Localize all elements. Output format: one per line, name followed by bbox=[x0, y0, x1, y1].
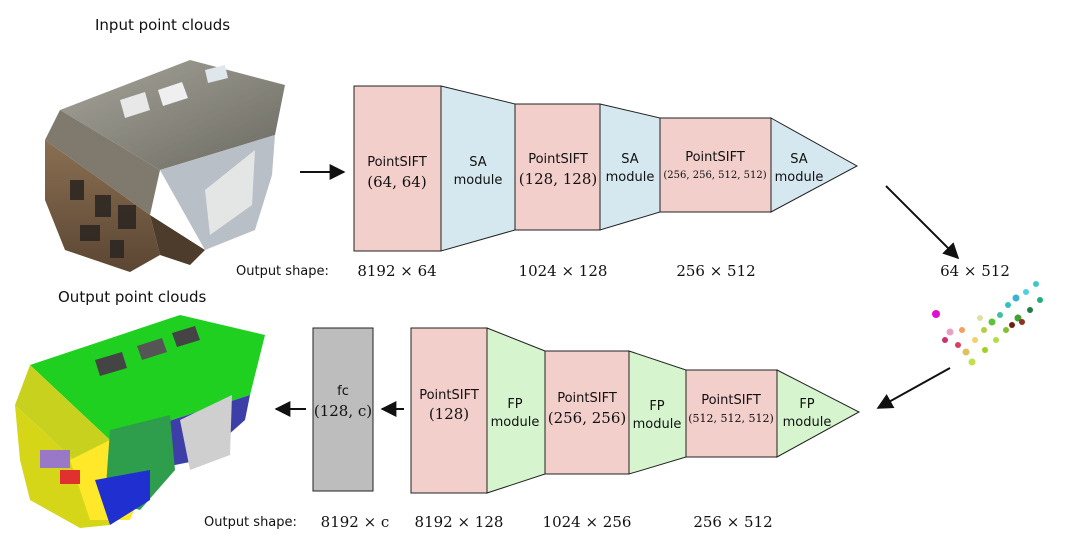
input-title: Input point clouds bbox=[95, 16, 230, 34]
decoder-shape-1: 8192 × 128 bbox=[415, 513, 504, 531]
dec-ps1-params: (128) bbox=[429, 405, 469, 423]
decoder-block-fp-3 bbox=[776, 369, 861, 458]
decoder-output-shape-label: Output shape: bbox=[204, 515, 297, 530]
encoder-shape-3: 256 × 512 bbox=[676, 262, 755, 280]
enc-ps1-name: PointSIFT bbox=[367, 155, 427, 170]
dec-ps2-params: (256, 256) bbox=[548, 409, 627, 427]
encoder-block-pointsift-3 bbox=[659, 117, 772, 213]
encoder-block-pointsift-2 bbox=[514, 103, 601, 231]
dec-fp3-name2: module bbox=[783, 415, 832, 430]
dec-fp1-name2: module bbox=[491, 415, 540, 430]
decoder bbox=[312, 327, 861, 494]
enc-sa2-name: SA bbox=[621, 152, 638, 167]
dec-fp2-name2: module bbox=[633, 417, 682, 432]
encoder bbox=[353, 85, 859, 252]
input-point-cloud-image bbox=[45, 60, 285, 272]
decoder-shape-fc: 8192 × c bbox=[321, 513, 390, 531]
arrow-bottleneck-to-decoder bbox=[876, 367, 951, 409]
enc-ps1-params: (64, 64) bbox=[367, 173, 426, 191]
encoder-shape-1: 8192 × 64 bbox=[357, 262, 436, 280]
enc-sa3-name: SA bbox=[790, 152, 807, 167]
decoder-shape-2: 1024 × 256 bbox=[543, 513, 632, 531]
dec-ps1-name: PointSIFT bbox=[419, 388, 479, 403]
bottleneck-shape: 64 × 512 bbox=[940, 262, 1010, 280]
enc-sa1-name2: module bbox=[454, 173, 503, 188]
fc-params: (128, c) bbox=[314, 402, 372, 420]
dec-fp3-name: FP bbox=[799, 397, 814, 412]
bottleneck-point-scatter bbox=[932, 281, 1043, 366]
output-point-cloud-image bbox=[15, 315, 265, 528]
decoder-shape-3: 256 × 512 bbox=[693, 513, 772, 531]
output-title: Output point clouds bbox=[58, 288, 207, 306]
enc-ps3-params: (256, 256, 512, 512) bbox=[663, 170, 766, 181]
enc-sa2-name2: module bbox=[606, 170, 655, 185]
fc-name: fc bbox=[337, 384, 349, 399]
dec-fp2-name: FP bbox=[649, 399, 664, 414]
enc-ps2-name: PointSIFT bbox=[528, 152, 588, 167]
encoder-output-shape-label: Output shape: bbox=[236, 264, 329, 279]
enc-sa1-name: SA bbox=[469, 155, 486, 170]
encoder-block-sa-3 bbox=[770, 117, 859, 213]
arrow-encoder-to-bottleneck bbox=[885, 185, 960, 260]
dec-fp1-name: FP bbox=[507, 397, 522, 412]
dec-ps3-params: (512, 512, 512) bbox=[688, 412, 774, 425]
fc-block bbox=[312, 327, 374, 492]
enc-ps2-params: (128, 128) bbox=[519, 170, 598, 188]
enc-ps3-name: PointSIFT bbox=[685, 150, 745, 165]
encoder-block-sa-2 bbox=[599, 103, 661, 231]
dec-ps2-name: PointSIFT bbox=[557, 391, 617, 406]
dec-ps3-name: PointSIFT bbox=[701, 393, 761, 408]
enc-sa3-name2: module bbox=[775, 170, 824, 185]
encoder-shape-2: 1024 × 128 bbox=[519, 262, 608, 280]
